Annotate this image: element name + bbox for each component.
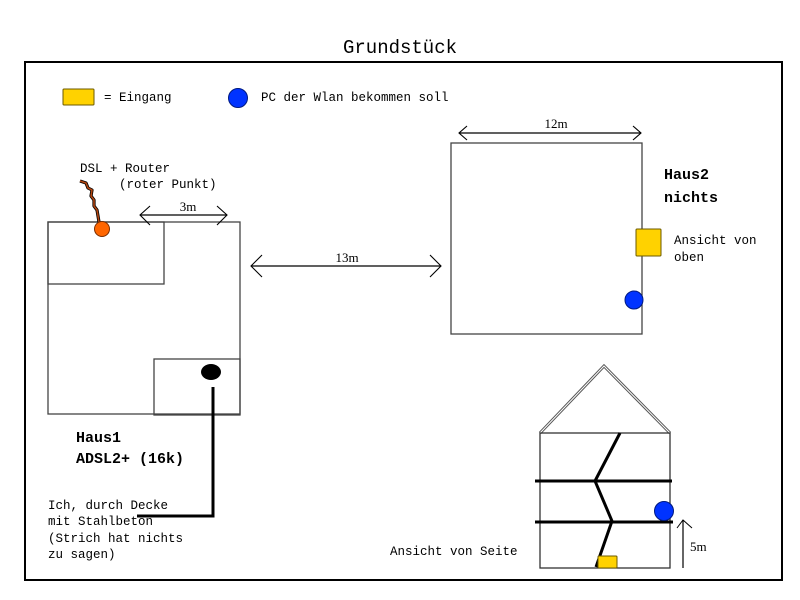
pc-legend-label: PC der Wlan bekommen soll [261,91,449,105]
side-view-walls [539,432,671,569]
house2-side-view: 5m Ansicht von Seite [390,363,707,569]
house2-view-line2: oben [674,251,704,265]
house2-name: Haus2 [664,167,709,184]
house1-connection: ADSL2+ (16k) [76,451,184,468]
me-note-line1: Ich, durch Decke [48,499,168,513]
me-note-line3: (Strich hat nichts [48,532,183,546]
legend: = Eingang PC der Wlan bekommen soll [62,88,449,108]
house2-status: nichts [664,190,718,207]
side-view-pc-icon [654,501,674,521]
me-note-line2: mit Stahlbeton [48,515,153,529]
entrance-legend-label: = Eingang [104,91,172,105]
router-label-line1: DSL + Router [80,162,170,176]
property-border [24,61,783,581]
house2-outline [450,142,643,335]
house1-top-view: DSL + Router (roter Punkt) 3m Haus1 ADSL… [47,162,241,562]
height-arrow-head [676,519,693,529]
diagram-title: Grundstück [343,37,457,59]
dimension-13m-label: 13m [335,250,358,265]
side-view-label: Ansicht von Seite [390,545,518,559]
router-dot-icon [94,221,110,237]
dimension-13m: 13m [250,250,442,278]
house2-top-view: 12m Haus2 nichts Ansicht von oben [450,116,757,335]
dimension-12m: 12m [458,116,642,141]
router-label-line2: (roter Punkt) [119,178,217,192]
dsl-cable [79,180,102,230]
house1-name: Haus1 [76,430,121,447]
entrance-legend-icon [62,88,95,106]
user-position-dot-icon [201,364,221,380]
house1-outline [47,221,241,415]
dimension-3m: 3m [139,199,228,226]
house2-entrance-icon [635,228,662,257]
house2-pc-icon [624,290,644,310]
dimension-12m-label: 12m [544,116,567,131]
pc-legend-icon [228,88,248,108]
roof-outline [538,363,672,435]
me-note-line4: zu sagen) [48,548,116,562]
side-view-entrance-icon [597,555,618,569]
staircase-line [593,432,622,568]
dimension-3m-label: 3m [180,199,197,214]
roof-inner [539,365,671,434]
house1-user-room [153,358,241,416]
house2-view-line1: Ansicht von [674,234,757,248]
height-label: 5m [690,539,707,554]
house1-router-room [47,221,165,285]
user-line [137,387,215,518]
